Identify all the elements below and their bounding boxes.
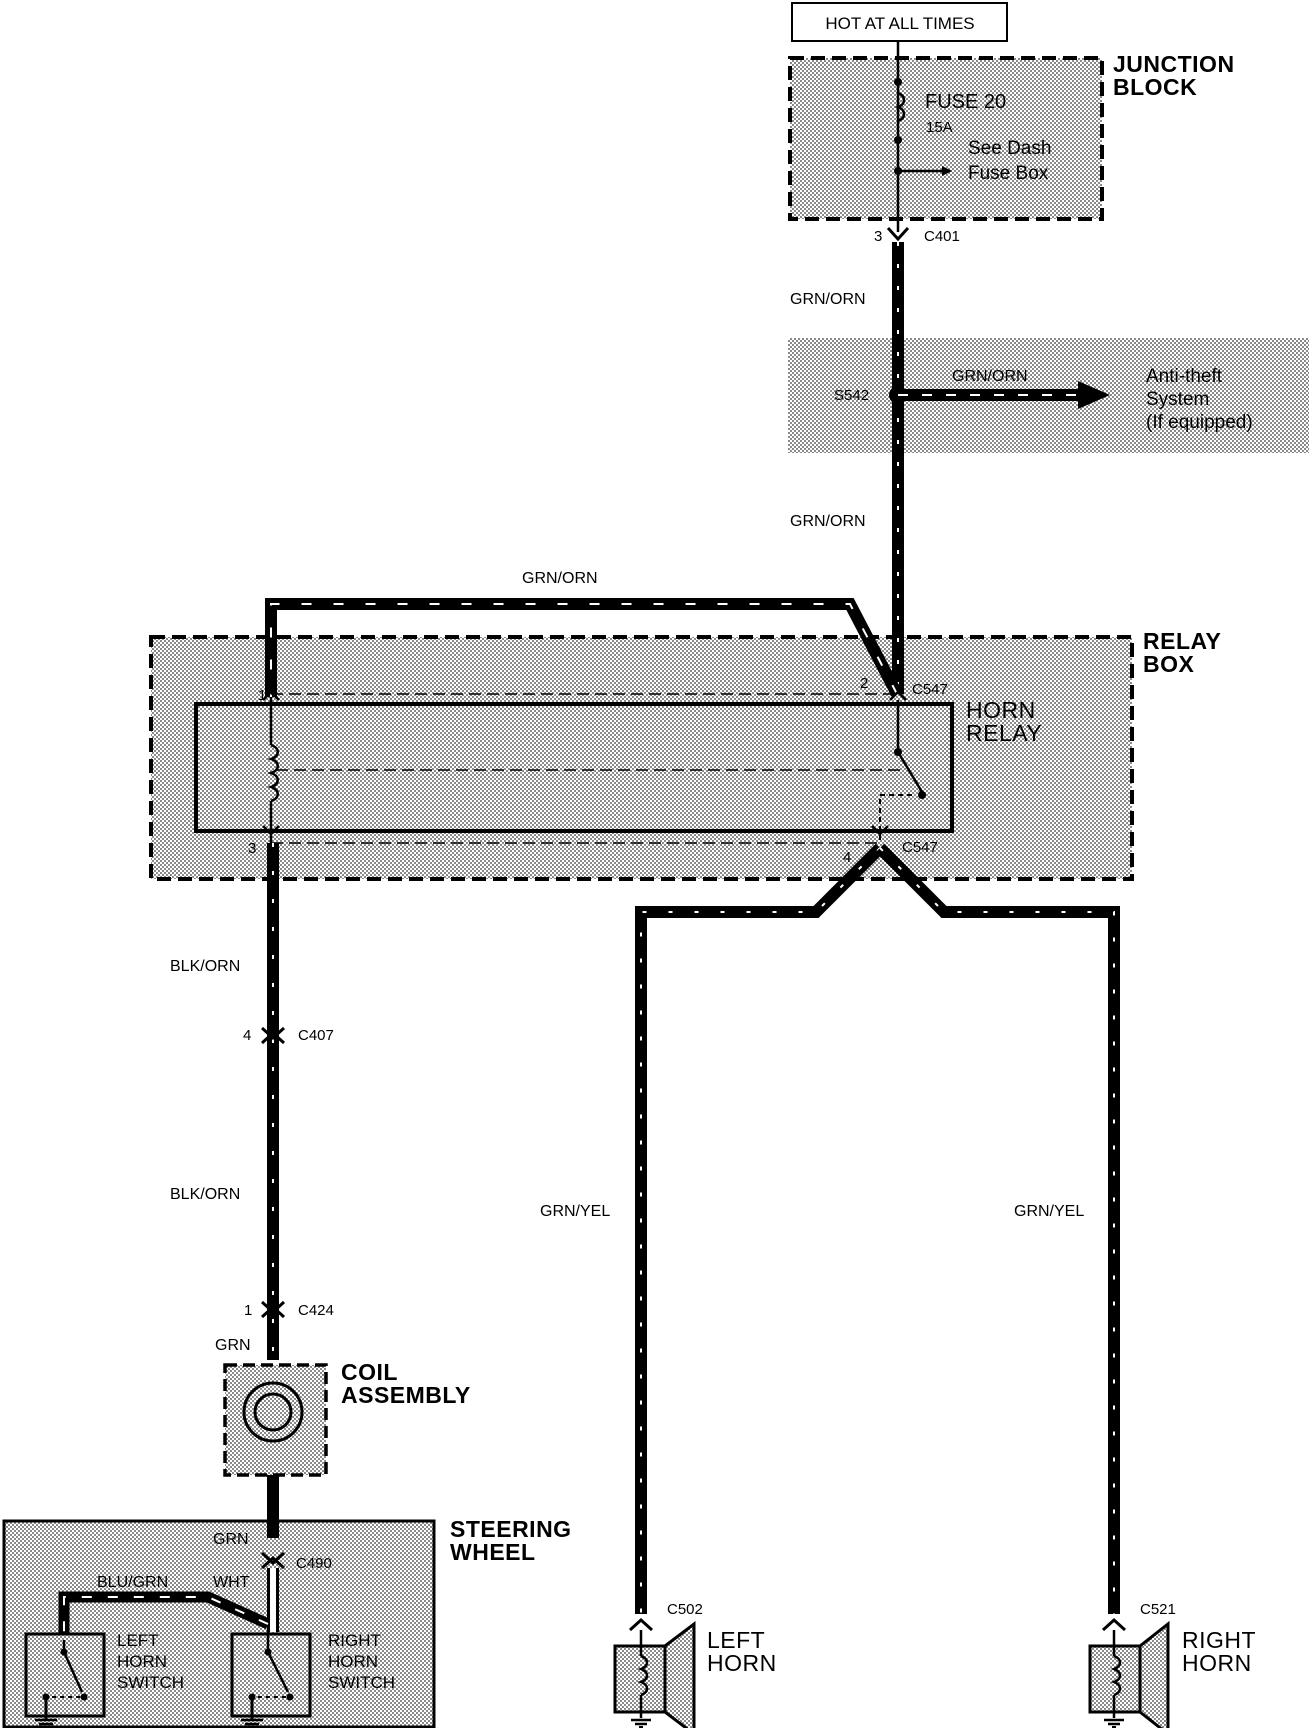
hot-at-all-times-box (791, 2, 1008, 42)
c547-pin3: 3 (248, 840, 256, 857)
wire-label-wht: WHT (213, 1574, 250, 1591)
wire-label-grn-orn-1: GRN/ORN (790, 291, 866, 308)
c502-label: C502 (667, 1601, 703, 1618)
c521-label: C521 (1140, 1601, 1176, 1618)
antitheft-line2: System (1146, 389, 1209, 410)
relay-pin2-mark (889, 690, 907, 701)
right-switch-label-2: HORN (328, 1652, 378, 1671)
relay-box-title-2: BOX (1143, 651, 1195, 677)
wire-label-grn-orn-2: GRN/ORN (790, 513, 866, 530)
horn-relay-title-2: RELAY (966, 720, 1042, 746)
right-switch-contact (286, 1693, 294, 1701)
c547-label-top: C547 (912, 681, 948, 698)
relay-pin4-mark (871, 825, 889, 836)
coil-title-1: COIL (341, 1359, 398, 1385)
wire-label-blk-orn-1: BLK/ORN (170, 958, 240, 975)
junction-block-region (788, 56, 1104, 221)
c407-connector (260, 1026, 286, 1045)
fuse-box-label: Fuse Box (968, 163, 1049, 184)
wire-grn-orn-antitheft (898, 381, 1110, 409)
wire-grn-yel-right (875, 843, 1120, 1614)
clockspring-outer (242, 1381, 304, 1443)
left-horn-title-1: LEFT (707, 1627, 765, 1653)
see-dash-label: See Dash (968, 138, 1051, 159)
c547-pin1: 1 (258, 687, 266, 704)
c490-connector (260, 1551, 286, 1570)
right-horn-title-1: RIGHT (1182, 1627, 1256, 1653)
left-horn-icon (613, 1620, 696, 1728)
wire-label-grn-orn-relay: GRN/ORN (522, 570, 598, 587)
c407-label: C407 (298, 1027, 334, 1044)
steering-wheel-title-2: WHEEL (450, 1539, 536, 1565)
wire-label-blu-grn: BLU/GRN (97, 1574, 168, 1591)
wire-grn-orn-relay-coil (265, 598, 903, 697)
c547-pin2: 2 (860, 675, 868, 692)
antitheft-line3: (If equipped) (1146, 412, 1253, 433)
c547-pin4: 4 (843, 849, 851, 866)
c424-label: C424 (298, 1302, 334, 1319)
right-switch-ground-icon (241, 1716, 263, 1728)
relay-box-title-1: RELAY (1143, 628, 1221, 654)
wire-label-grn-1: GRN (215, 1337, 251, 1354)
hot-at-all-times-label: HOT AT ALL TIMES (825, 14, 974, 33)
c401-label: C401 (924, 228, 960, 245)
wire-label-blk-orn-2: BLK/ORN (170, 1186, 240, 1203)
clockspring-inner (253, 1392, 293, 1432)
right-horn-title-2: HORN (1182, 1650, 1252, 1676)
fuse-rating: 15A (926, 119, 953, 136)
c547-label-bottom: C547 (902, 839, 938, 856)
left-switch-label-3: SWITCH (117, 1673, 184, 1692)
right-switch-blade (266, 1651, 290, 1693)
wire-label-grn-2: GRN (213, 1531, 249, 1548)
relay-pin3-mark (262, 825, 280, 836)
wire-label-grn-orn-antitheft: GRN/ORN (952, 368, 1028, 385)
right-horn-icon (1088, 1620, 1170, 1728)
left-switch-label-1: LEFT (117, 1631, 159, 1650)
junction-block-title-2: BLOCK (1113, 74, 1197, 100)
fuse-node-top (894, 78, 902, 86)
steering-wheel-title-1: STEERING (450, 1516, 572, 1542)
right-horn-switch-box (230, 1632, 312, 1718)
left-switch-contact (80, 1693, 88, 1701)
horn-relay-body (194, 702, 954, 833)
c424-connector (260, 1300, 286, 1319)
wire-blu-grn (58, 1591, 271, 1640)
relay-switch-blade (896, 751, 924, 793)
junction-block-title-1: JUNCTION (1113, 51, 1235, 77)
left-switch-ground-icon (35, 1716, 57, 1728)
relay-pin1-mark (262, 690, 280, 701)
fuse-symbol (894, 91, 906, 123)
left-horn-title-2: HORN (707, 1650, 777, 1676)
relay-coil (267, 743, 279, 803)
c401-pin: 3 (874, 228, 882, 245)
wire-label-grn-yel-left: GRN/YEL (540, 1203, 610, 1220)
antitheft-line1: Anti-theft (1146, 366, 1223, 387)
fuse-node-bottom (894, 136, 902, 144)
left-switch-label-2: HORN (117, 1652, 167, 1671)
c407-pin: 4 (243, 1027, 251, 1044)
wire-grn-yel-left (635, 843, 885, 1614)
s542-label: S542 (834, 387, 869, 404)
right-switch-label-1: RIGHT (328, 1631, 381, 1650)
c490-label: C490 (296, 1555, 332, 1572)
c401-connector (886, 226, 910, 242)
right-switch-label-3: SWITCH (328, 1673, 395, 1692)
left-switch-blade (62, 1651, 84, 1693)
relay-switch-output (879, 794, 912, 840)
c502-connector (628, 1617, 654, 1632)
horn-relay-title-1: HORN (966, 697, 1036, 723)
coil-title-2: ASSEMBLY (341, 1382, 471, 1408)
coil-assembly-region (223, 1363, 328, 1477)
fuse-name: FUSE 20 (925, 91, 1006, 113)
c424-pin: 1 (244, 1302, 252, 1319)
wire-label-grn-yel-right: GRN/YEL (1014, 1203, 1084, 1220)
c521-connector (1101, 1617, 1127, 1632)
relay-switch-contact (918, 791, 926, 799)
